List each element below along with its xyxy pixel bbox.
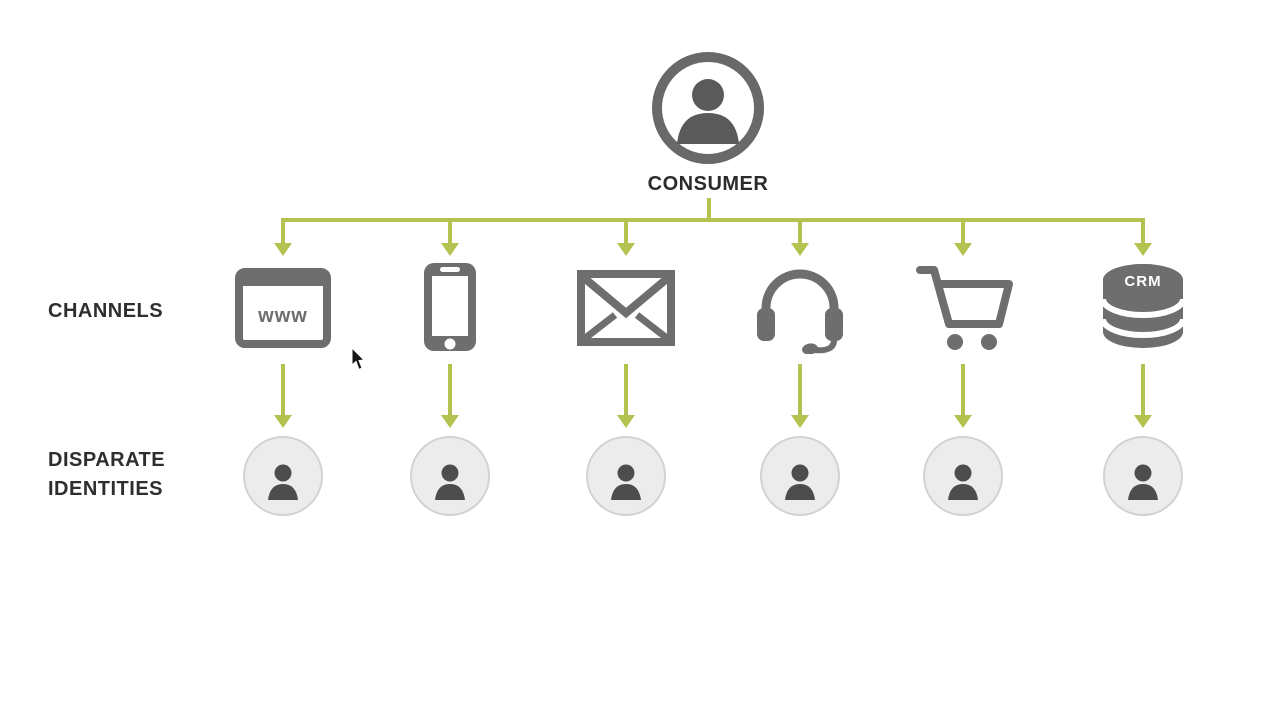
identity-arrow-head-3	[617, 415, 635, 428]
person-silhouette-icon	[435, 464, 465, 500]
identity-node-1	[243, 436, 323, 516]
smartphone-icon	[424, 263, 476, 351]
identity-arrow-head-1	[274, 415, 292, 428]
identity-arrow-shaft-5	[961, 364, 965, 418]
consumer-node	[650, 50, 766, 166]
branch-arrow-shaft-3	[624, 218, 628, 245]
person-silhouette-icon	[785, 464, 815, 500]
channel-node-ecommerce	[912, 258, 1014, 354]
channel-node-crm: CRM	[1100, 261, 1186, 351]
channel-node-call-center	[752, 262, 848, 355]
consumer-label: CONSUMER	[647, 173, 769, 195]
identity-node-2	[410, 436, 490, 516]
branch-arrow-head-4	[791, 243, 809, 256]
branch-arrow-shaft-5	[961, 218, 965, 245]
identity-arrow-shaft-6	[1141, 364, 1145, 418]
identity-arrow-shaft-2	[448, 364, 452, 418]
branch-arrow-head-5	[954, 243, 972, 256]
identity-node-3	[586, 436, 666, 516]
channels-row-label: CHANNELS	[48, 300, 164, 322]
branch-arrow-shaft-6	[1141, 218, 1145, 245]
branch-arrow-shaft-4	[798, 218, 802, 245]
branch-horizontal-line	[281, 218, 1145, 222]
channel-node-mobile	[421, 260, 479, 354]
identity-node-5	[923, 436, 1003, 516]
mouse-cursor-icon	[351, 347, 366, 371]
branch-arrow-shaft-1	[281, 218, 285, 245]
branch-arrow-head-6	[1134, 243, 1152, 256]
channel-node-website: www	[235, 268, 331, 348]
browser-window-icon: www	[235, 268, 331, 348]
identity-arrow-head-4	[791, 415, 809, 428]
identity-arrow-head-6	[1134, 415, 1152, 428]
person-silhouette-icon	[268, 464, 298, 500]
identity-arrow-head-2	[441, 415, 459, 428]
browser-www-text: www	[257, 305, 308, 327]
branch-arrow-shaft-2	[448, 218, 452, 245]
identity-arrow-shaft-3	[624, 364, 628, 418]
person-silhouette-icon	[948, 464, 978, 500]
identity-arrow-head-5	[954, 415, 972, 428]
channel-node-email	[577, 270, 675, 346]
database-icon: CRM	[1100, 264, 1186, 348]
database-crm-text: CRM	[1124, 273, 1161, 290]
branch-arrow-head-2	[441, 243, 459, 256]
envelope-icon	[577, 270, 675, 346]
branch-arrow-head-1	[274, 243, 292, 256]
identities-row-label: DISPARATE IDENTITIES	[48, 449, 166, 500]
headset-icon	[757, 269, 843, 355]
identity-node-6	[1103, 436, 1183, 516]
branch-arrow-head-3	[617, 243, 635, 256]
identity-arrow-shaft-1	[281, 364, 285, 418]
person-circle-icon	[652, 52, 764, 164]
person-silhouette-icon	[611, 464, 641, 500]
person-silhouette-icon	[1128, 464, 1158, 500]
consumer-stem-line	[707, 198, 711, 220]
identity-node-4	[760, 436, 840, 516]
shopping-cart-icon	[916, 266, 1013, 350]
identity-arrow-shaft-4	[798, 364, 802, 418]
